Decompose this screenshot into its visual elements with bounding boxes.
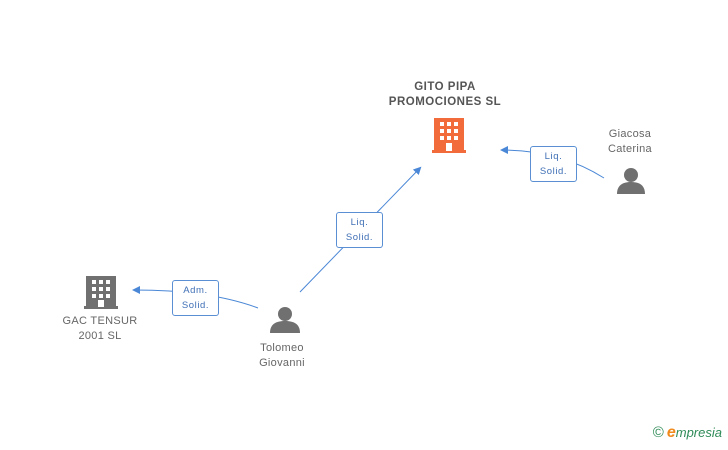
node-label-gito-pipa[interactable]: GITO PIPA PROMOCIONES SL xyxy=(370,80,520,110)
relation-badge-line: Solid. xyxy=(345,232,374,243)
relation-badge-line: Liq. xyxy=(350,217,369,228)
node-label-line: Giacosa xyxy=(608,128,652,140)
node-label-tolomeo[interactable]: Tolomeo Giovanni xyxy=(222,341,342,371)
node-label-line: GITO PIPA xyxy=(414,81,476,93)
person-icon[interactable] xyxy=(617,168,645,194)
brand-name: mpresia xyxy=(675,425,722,440)
building-icon[interactable] xyxy=(432,118,466,153)
node-label-gac-tensur[interactable]: GAC TENSUR 2001 SL xyxy=(40,314,160,344)
relation-badge-line: Adm. xyxy=(183,285,208,296)
relation-badge-tolomeo-gac-tensur[interactable]: Adm. Solid. xyxy=(172,280,219,316)
relation-badge-line: Solid. xyxy=(181,300,210,311)
copyright-symbol: © xyxy=(652,424,664,441)
person-icon[interactable] xyxy=(270,307,300,333)
relation-badge-giacosa-gito-pipa[interactable]: Liq. Solid. xyxy=(530,146,577,182)
node-label-giacosa[interactable]: Giacosa Caterina xyxy=(570,127,690,157)
node-label-line: Giovanni xyxy=(259,357,305,369)
brand-initial: e xyxy=(666,424,676,441)
node-label-line: 2001 SL xyxy=(78,330,122,342)
relation-badge-tolomeo-gito-pipa[interactable]: Liq. Solid. xyxy=(336,212,383,248)
relation-badge-line: Liq. xyxy=(544,151,563,162)
node-label-line: PROMOCIONES SL xyxy=(388,96,502,108)
node-label-line: Caterina xyxy=(608,143,652,155)
node-label-line: GAC TENSUR xyxy=(62,315,138,327)
empresia-logo: ©empresia xyxy=(653,424,722,442)
node-label-line: Tolomeo xyxy=(260,342,304,354)
building-icon[interactable] xyxy=(84,276,118,309)
relation-badge-line: Solid. xyxy=(539,166,568,177)
